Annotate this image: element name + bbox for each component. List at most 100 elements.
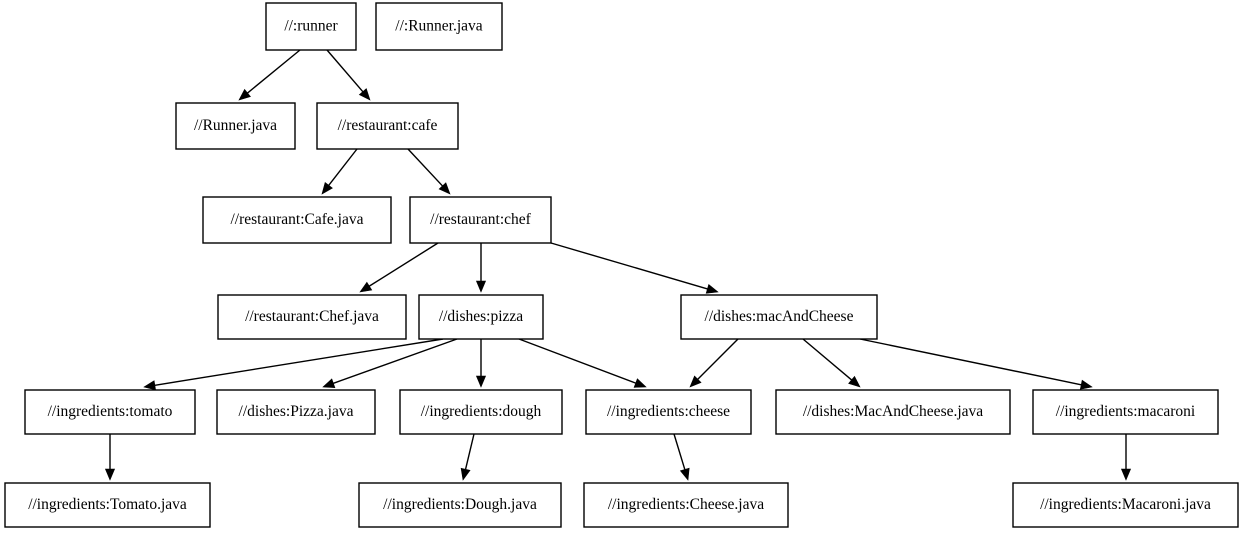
graph-edge (104, 434, 116, 481)
graph-node-chef_java[interactable]: //restaurant:Chef.java (217, 294, 407, 340)
node-label: //restaurant:chef (430, 211, 532, 228)
node-box[interactable] (409, 196, 552, 244)
graph-edge (475, 339, 487, 388)
node-label: //ingredients:macaroni (1056, 403, 1196, 420)
node-label: //ingredients:Tomato.java (28, 496, 187, 513)
graph-node-cafe_java[interactable]: //restaurant:Cafe.java (202, 196, 392, 244)
node-box[interactable] (1032, 389, 1219, 435)
node-box[interactable] (24, 389, 196, 435)
graph-node-tomato_java[interactable]: //ingredients:Tomato.java (4, 482, 211, 528)
graph-node-dough_java[interactable]: //ingredients:Dough.java (358, 482, 562, 528)
edge-line (247, 49, 301, 94)
edge-line (859, 338, 1082, 386)
node-label: //dishes:pizza (439, 308, 523, 325)
graph-edge (689, 338, 739, 388)
graph-node-dishes_pizza[interactable]: //dishes:pizza (418, 294, 544, 340)
edge-arrowhead-icon (1079, 379, 1093, 390)
node-label: //ingredients:Dough.java (383, 496, 537, 513)
node-box[interactable] (358, 482, 562, 528)
edge-arrowhead-icon (475, 280, 487, 293)
graph-edge (238, 49, 301, 101)
nodes-layer: //:runner //:Runner.java //Runner.java //re… (4, 2, 1239, 528)
graph-node-runner_java[interactable]: //Runner.java (175, 102, 296, 150)
node-label: //dishes:Pizza.java (239, 403, 354, 420)
edge-line (326, 49, 364, 93)
node-label: //ingredients:cheese (607, 403, 730, 420)
node-label: //dishes:MacAndCheese.java (803, 403, 983, 420)
graph-node-ing_dough[interactable]: //ingredients:dough (399, 389, 563, 435)
node-box[interactable] (583, 482, 789, 528)
graph-edge (407, 148, 451, 195)
edge-arrowhead-icon (1120, 468, 1132, 481)
edge-arrowhead-icon (848, 375, 861, 388)
graph-node-restaurant_cafe[interactable]: //restaurant:cafe (316, 102, 459, 150)
edge-line (518, 338, 636, 384)
graph-edge (326, 49, 371, 101)
edge-arrowhead-icon (460, 467, 471, 481)
edge-arrowhead-icon (322, 378, 336, 388)
graph-node-runner_java_root[interactable]: //:Runner.java (375, 2, 503, 51)
edge-arrowhead-icon (633, 378, 647, 388)
edge-line (333, 338, 458, 384)
node-label: //ingredients:dough (421, 403, 542, 420)
edges-layer (104, 49, 1132, 481)
node-box[interactable] (1012, 482, 1239, 528)
edge-arrowhead-icon (321, 181, 333, 195)
graph-edge (673, 433, 690, 481)
node-box[interactable] (585, 389, 752, 435)
graph-edge (802, 338, 861, 388)
edge-line (407, 148, 444, 187)
node-box[interactable] (4, 482, 211, 528)
graph-edge (1120, 434, 1132, 481)
edge-arrowhead-icon (359, 281, 373, 293)
edge-arrowhead-icon (104, 468, 116, 481)
node-label: //restaurant:Cafe.java (231, 211, 364, 228)
graph-edge (475, 243, 487, 293)
graph-node-cheese_java[interactable]: //ingredients:Cheese.java (583, 482, 789, 528)
graph-edge (359, 242, 439, 293)
graph-node-macaroni_java[interactable]: //ingredients:Macaroni.java (1012, 482, 1239, 528)
edge-arrowhead-icon (358, 88, 371, 101)
graph-edge (143, 338, 444, 391)
node-box[interactable] (265, 2, 357, 51)
node-label: //ingredients:Cheese.java (608, 496, 764, 513)
graph-node-runner[interactable]: //:runner (265, 2, 357, 51)
edge-line (328, 148, 358, 186)
graph-node-restaurant_chef[interactable]: //restaurant:chef (409, 196, 552, 244)
node-label: //restaurant:cafe (338, 117, 438, 134)
edge-arrowhead-icon (438, 182, 451, 195)
edge-arrowhead-icon (143, 380, 156, 391)
graph-node-dishes_mac[interactable]: //dishes:macAndCheese (680, 294, 878, 340)
graph-edge (859, 338, 1093, 390)
graph-edge (550, 242, 719, 294)
edge-arrowhead-icon (689, 375, 702, 388)
graph-edge (460, 433, 475, 481)
edge-arrowhead-icon (679, 467, 690, 481)
node-label: //:runner (284, 18, 338, 35)
edge-line (550, 242, 708, 290)
graph-edge (321, 148, 358, 195)
edge-line (673, 433, 686, 470)
graph-node-ing_cheese[interactable]: //ingredients:cheese (585, 389, 752, 435)
edge-line (464, 433, 475, 470)
graph-edge (518, 338, 647, 388)
node-label: //ingredients:tomato (48, 403, 173, 420)
node-box[interactable] (375, 2, 503, 51)
node-box[interactable] (316, 102, 459, 150)
graph-node-mac_java[interactable]: //dishes:MacAndCheese.java (775, 389, 1011, 435)
graph-node-ing_macaroni[interactable]: //ingredients:macaroni (1032, 389, 1219, 435)
node-box[interactable] (680, 294, 878, 340)
node-box[interactable] (418, 294, 544, 340)
edge-arrowhead-icon (705, 283, 719, 294)
node-box[interactable] (175, 102, 296, 150)
node-box[interactable] (399, 389, 563, 435)
node-box[interactable] (775, 389, 1011, 435)
node-box[interactable] (217, 294, 407, 340)
graph-node-ing_tomato[interactable]: //ingredients:tomato (24, 389, 196, 435)
graph-node-pizza_java[interactable]: //dishes:Pizza.java (216, 389, 376, 435)
edge-line (154, 338, 444, 386)
node-box[interactable] (202, 196, 392, 244)
node-box[interactable] (216, 389, 376, 435)
